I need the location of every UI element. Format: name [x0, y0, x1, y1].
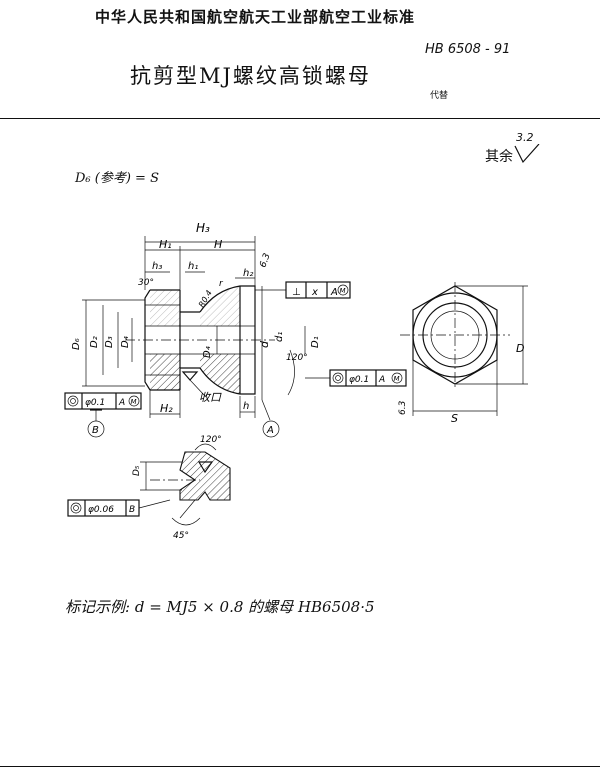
runout-frame-b: φ0.1 A M — [64, 392, 142, 410]
svg-text:φ0.1: φ0.1 — [85, 398, 105, 408]
hex-end-view — [400, 282, 528, 416]
svg-text:B: B — [92, 425, 99, 436]
svg-text:φ0.1: φ0.1 — [349, 375, 369, 385]
runout-frame-c: φ0.06 B — [67, 499, 171, 517]
dim-D2: D₂ — [89, 336, 100, 348]
dim-D6: D₆ — [71, 338, 82, 350]
dim-angle-120-detail: 120° — [200, 435, 222, 445]
dim-D4: D₄ — [202, 346, 213, 358]
crimp-detail-view — [140, 443, 231, 526]
dim-roughness-6-3: 6.3 — [398, 400, 408, 415]
reference-note: D₆ (参考) = S — [75, 171, 159, 186]
dim-angle-30: 30° — [138, 278, 154, 288]
dim-H3: H₃ — [196, 221, 210, 235]
technical-drawing: H₃ H₁ H h₃ h₁ h₂ 30° R0.4 r 6.3 D₆ D₂ D₃… — [64, 221, 528, 541]
dim-D1: D₁ — [310, 336, 321, 348]
dim-D5: D₅ — [132, 465, 142, 476]
roughness-label: 其余 — [485, 149, 513, 165]
dim-d1: d₁ — [274, 332, 285, 342]
dim-r: r — [219, 279, 224, 289]
crimp-label: 收口 — [199, 391, 222, 404]
svg-text:φ0.06: φ0.06 — [88, 505, 114, 515]
dim-H2: H₂ — [160, 402, 173, 415]
standard-code: HB 6508 - 91 — [425, 42, 511, 57]
svg-text:A: A — [330, 287, 338, 298]
datum-b: B — [87, 409, 105, 438]
dim-D4-left: D₄ — [120, 336, 131, 348]
left-dimensions — [82, 299, 218, 387]
dim-D: D — [516, 342, 524, 355]
dim-h: h — [243, 401, 249, 412]
svg-text:M: M — [340, 287, 346, 295]
dim-roughness-6-3-top: 6.3 — [258, 252, 272, 269]
roughness-value: 3.2 — [516, 131, 534, 144]
dim-S: S — [451, 412, 458, 425]
svg-text:M: M — [394, 375, 400, 383]
dim-h1: h₁ — [188, 261, 198, 272]
perp-tolerance-frame: ⊥ x A M — [255, 281, 351, 299]
top-dimensions — [144, 236, 256, 290]
dim-angle-120: 120° — [286, 353, 308, 363]
dim-H1: H₁ — [159, 238, 172, 251]
dim-H: H — [214, 238, 222, 251]
marking-example: 标记示例: d = MJ5 × 0.8 的螺母 HB6508·5 — [65, 598, 375, 616]
svg-text:A: A — [118, 398, 125, 408]
section-view — [125, 285, 275, 395]
svg-text:B: B — [129, 505, 135, 515]
dim-D3: D₃ — [104, 336, 115, 348]
footer-divider — [0, 766, 600, 767]
replaces-label: 代替 — [430, 91, 449, 101]
svg-text:M: M — [131, 398, 137, 406]
roughness-symbol-icon — [514, 144, 540, 164]
standard-organization: 中华人民共和国航空航天工业部航空工业标准 — [95, 8, 416, 26]
document-title: 抗剪型MJ螺纹高锁螺母 — [130, 64, 371, 88]
dim-h3: h₃ — [152, 261, 162, 272]
bottom-dimensions — [149, 379, 256, 418]
runout-frame-a: φ0.1 A M — [305, 369, 407, 387]
svg-text:x: x — [311, 287, 318, 298]
svg-text:⊥: ⊥ — [292, 287, 301, 298]
dim-angle-45: 45° — [173, 531, 189, 541]
dim-h2: h₂ — [243, 268, 253, 279]
svg-text:A: A — [266, 425, 274, 436]
dim-d: d — [258, 340, 271, 348]
header-divider — [0, 118, 600, 119]
datum-a: A — [261, 399, 280, 438]
svg-text:A: A — [378, 375, 385, 385]
